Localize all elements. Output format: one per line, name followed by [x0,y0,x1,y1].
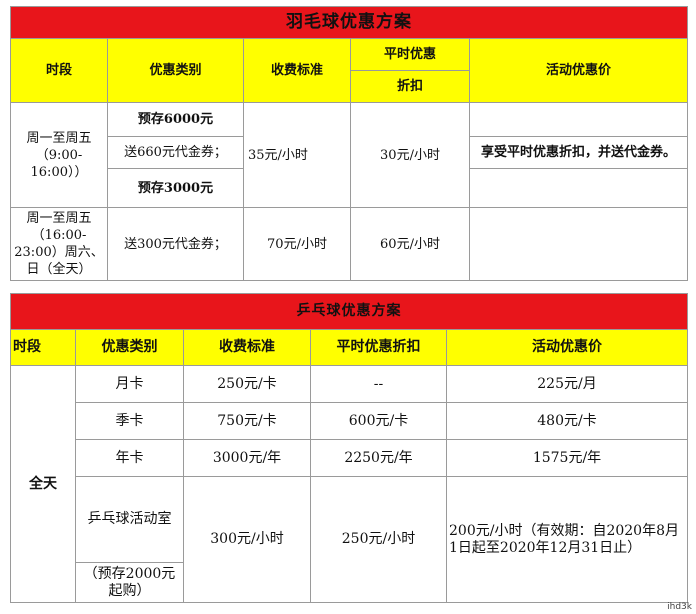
pp-category-month: 月卡 [75,365,184,403]
voucher-300: 送300元代金券； [107,207,244,281]
fee-evening-weekend: 70元/小时 [243,207,351,281]
deposit-3000: 预存3000元 [107,168,244,208]
pp-header-regular: 平时优惠折扣 [310,329,447,366]
pp-category-room: 乒乓球活动室 [75,476,184,563]
pp-regular-month: -- [310,365,447,403]
pp-promo-month: 225元/月 [446,365,688,403]
pp-regular-year: 2250元/年 [310,439,447,477]
pingpong-title: 乒乓球优惠方案 [10,293,688,330]
pp-promo-room: 200元/小时（有效期：自2020年8月1日起至2020年12月31日止） [446,476,688,603]
period-evening-weekend: 周一至周五（16:00-23:00）周六、日（全天） [10,207,108,281]
pp-category-year: 年卡 [75,439,184,477]
voucher-660: 送660元代金券； [107,136,244,169]
pp-header-category: 优惠类别 [75,329,184,366]
deposit-6000: 预存6000元 [107,102,244,137]
promo-blank-bottom [468,168,689,208]
pp-room-note: （预存2000元起购） [75,562,184,603]
pp-regular-season: 600元/卡 [310,402,447,440]
pp-category-season: 季卡 [75,402,184,440]
header-category: 优惠类别 [107,38,244,103]
pp-header-period: 时段 [10,329,76,366]
promo-weekday-day: 享受平时优惠折扣，并送代金券。 [468,136,689,169]
badminton-table: 羽毛球优惠方案 时段 优惠类别 收费标准 平时优惠 活动优惠价 折扣 周一至周五… [9,6,689,281]
pp-all-day: 全天 [10,365,76,603]
regular-weekday-day: 30元/小时 [350,102,470,208]
promo-blank-top [468,102,689,137]
pp-regular-room: 250元/小时 [310,476,447,603]
header-fee: 收费标准 [243,38,351,103]
pp-fee-month: 250元/卡 [183,365,311,403]
period-weekday-day: 周一至周五（9:00-16:00）） [10,102,108,208]
watermark: ihd3k [667,602,692,612]
pingpong-table: 乒乓球优惠方案 时段 优惠类别 收费标准 平时优惠折扣 活动优惠价 全天 月卡 … [10,293,688,603]
header-regular-top: 平时优惠 [350,38,470,71]
promo-evening-blank [468,207,689,281]
pp-fee-room: 300元/小时 [183,476,311,603]
pp-header-promo: 活动优惠价 [446,329,688,366]
fee-weekday-day: 35元/小时 [243,102,351,208]
header-regular-bottom: 折扣 [350,70,470,103]
badminton-title: 羽毛球优惠方案 [9,6,689,39]
pp-promo-season: 480元/卡 [446,402,688,440]
pp-header-fee: 收费标准 [183,329,311,366]
pp-fee-year: 3000元/年 [183,439,311,477]
header-period: 时段 [10,38,108,103]
regular-evening-weekend: 60元/小时 [350,207,470,281]
pp-fee-season: 750元/卡 [183,402,311,440]
header-promo: 活动优惠价 [468,38,689,103]
pp-promo-year: 1575元/年 [446,439,688,477]
